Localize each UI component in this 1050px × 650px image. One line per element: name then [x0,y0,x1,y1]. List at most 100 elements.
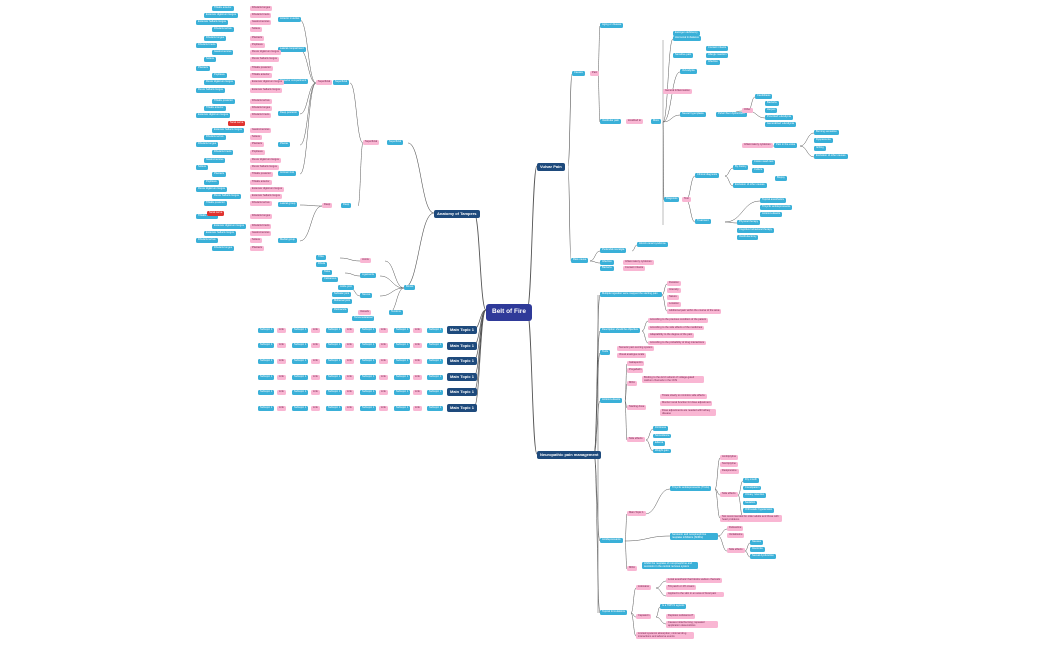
subtopic-node[interactable]: Subtopic 1 [292,343,309,348]
anatomy-leaf[interactable]: Fibularis brevis [212,150,234,155]
anatomy-leaf-link[interactable]: Fibularis tertius [250,99,272,104]
anatomy-leaf[interactable]: Extensor digitorum longus [196,113,230,118]
anatomy-leaf-link[interactable]: Tibialis anterior [250,180,272,185]
anatomy-leaf-link[interactable]: Tibialis posterior [250,66,273,71]
link-node[interactable]: Link [379,328,388,333]
subtopic-node[interactable]: Subtopic 1 [292,406,309,411]
anat-bones-link[interactable]: Joints [360,258,371,263]
anatomy-leaf-link[interactable]: Gastrocnemius [250,128,272,133]
anatomy-leaf[interactable]: Plantaris [212,172,227,177]
anatomy-group[interactable]: Lateral compartment [278,47,306,52]
anatomy-leaf-link[interactable]: Flexor digitorum longus [250,158,281,163]
vulvar-treatment[interactable]: Treatment [695,219,711,224]
neuro-moa[interactable]: MOA [627,381,637,386]
anat-sup-2-link[interactable]: Superficial [316,80,333,85]
subtopic-node[interactable]: Subtopic 1 [326,375,343,380]
link-node[interactable]: Link [379,343,388,348]
vulvar-nodes-d[interactable]: Contact irritants [623,266,646,271]
main-topic-1-e[interactable]: Main Topic 1 [447,388,477,396]
subtopic-node[interactable]: Subtopic 1 [394,343,411,348]
subtopic-node[interactable]: Subtopic 1 [360,328,377,333]
subtopic-node[interactable]: Subtopic 1 [427,390,444,395]
neuro-tcas[interactable]: Tricyclic antidepressants (TCAs) [670,486,712,491]
neuro-q1[interactable]: Multiple ingestion were mapped the start… [600,292,662,297]
link-node[interactable]: Link [379,390,388,395]
link-node[interactable]: Link [311,390,320,395]
anatomy-leaf[interactable]: Flexor digitorum longus [196,187,227,192]
vulvar-vestibular[interactable]: Vestibular pain [600,119,622,124]
neuro-dose[interactable]: Starting dose [627,405,647,410]
anatomy-leaf[interactable]: Gastrocnemius [204,158,226,163]
anatomy-leaf-link[interactable]: Fibularis longus [250,214,273,219]
subtopic-node[interactable]: Subtopic 1 [360,343,377,348]
subtopic-node[interactable]: Subtopic 1 [360,375,377,380]
neuro-anticonvulsants[interactable]: Anticonvulsants [600,398,623,403]
neuro-lido-1[interactable]: Local anesthetic that blocks sodium chan… [666,578,723,583]
anatomy-group[interactable]: Plantar [278,142,291,147]
tca-side-effect-item[interactable]: Urinary retention [743,493,767,498]
anatomy-leaf-link[interactable]: Soleus [250,238,262,243]
neuro-lidocaine[interactable]: Lidocaine [636,585,652,590]
vulvar-estrogen[interactable]: Estrogen deficiency [673,31,700,36]
subtopic-node[interactable]: Subtopic 1 [326,343,343,348]
anatomy-leaf-link[interactable]: Extensor hallucis longus [250,88,282,93]
link-node[interactable]: Link [413,359,422,364]
anatomy-leaf[interactable]: Fibularis longus [212,246,235,251]
anat-deep-link[interactable]: Deep [322,203,333,208]
anatomy-leaf-link[interactable]: Extensor digitorum longus [250,187,284,192]
vulvar-alcock[interactable]: Alcock canal syndrome [637,242,668,247]
anatomy-leaf-link[interactable]: Popliteus [250,43,265,48]
vulvar-contact[interactable]: Contact irritants [706,46,729,51]
q1-item[interactable]: Intensity [667,288,681,293]
subtopic-node[interactable]: Subtopic 1 [427,328,444,333]
q1-item[interactable]: Duration [667,281,681,286]
neuro-cap-1[interactable]: Is a TRPV1 agonist [660,604,687,609]
anat-red-label-2[interactable]: Sural nerve [207,211,225,216]
tca-side-effect-item[interactable]: Constipation [743,485,762,491]
neuro-q2[interactable]: Description should be objective [600,328,640,333]
anatomy-group[interactable]: Deep posterior [278,111,300,116]
neuro-dose-2[interactable]: Monitor renal function for dose adjustme… [660,401,713,406]
anatomy-leaf-link[interactable]: Plantaris [250,142,265,147]
neuro-cap-2[interactable]: Depletes substance P [666,614,696,619]
anatomy-leaf-link[interactable]: Popliteus [250,150,265,155]
vulvar-generalized[interactable]: Generalized vulvodynia [765,122,796,127]
anatomy-leaf-link[interactable]: Fibularis tertius [250,201,272,206]
anatomy-group[interactable]: Intrinsic foot [278,171,296,176]
anatomy-leaf-link[interactable]: Plantaris [250,36,265,41]
anatomy-leaf[interactable]: Flexor digitorum longus [204,80,235,85]
link-node[interactable]: Link [379,406,388,411]
subtopic-node[interactable]: Subtopic 1 [360,359,377,364]
anat-red-label[interactable]: Sural nerve [228,121,246,126]
vulvar-bacteria[interactable]: Bacteria [765,101,779,106]
vulvar-pain-link[interactable]: Pain [590,71,600,76]
neuro-lido-2[interactable]: 5% patch or 4% cream [666,585,697,590]
anatomy-leaf[interactable]: Tibialis anterior [196,214,218,219]
neuro-snri-side[interactable]: Side effects [727,548,745,553]
subtopic-node[interactable]: Subtopic 1 [427,359,444,364]
anatomy-lower-item[interactable]: Tarsometatarsal [352,316,375,321]
anatomy-leaf[interactable]: Fibularis tertius [204,135,226,140]
q2-item[interactable]: According to the previous condition of t… [648,318,709,323]
link-node[interactable]: Link [345,406,354,411]
anatomy-leaf[interactable]: Tibialis posterior [212,99,235,104]
anatomy-leaf[interactable]: Tibialis anterior [212,6,234,11]
anatomy-leaf-link[interactable]: Flexor digitorum longus [250,50,281,55]
neuro-topical-note[interactable]: Limited systemic absorption; minimal dru… [636,632,694,640]
subtopic-node[interactable]: Subtopic 1 [394,375,411,380]
subtopic-node[interactable]: Subtopic 1 [292,359,309,364]
neuro-snri-se-2[interactable]: Insomnia [750,547,765,552]
subtopic-node[interactable]: Subtopic 1 [394,390,411,395]
anatomy-leaf[interactable]: Extensor digitorum longus [212,224,246,229]
vulvar-nodes-b[interactable]: Bacteria [600,266,614,271]
anatomy-leaf[interactable]: Tibialis posterior [204,201,227,206]
main-topic-anatomy[interactable]: Anatomy of Tampers [434,210,480,218]
vulvar-vulvodynia[interactable]: Vulvodynia [680,69,697,74]
neuro-tool-1[interactable]: Numeric pain scoring system [617,346,655,351]
vulvar-biopsy[interactable]: Biopsy [775,176,787,181]
tca-side-effect-item[interactable]: Dry mouth [743,478,759,483]
subtopic-node[interactable]: Subtopic 1 [292,390,309,395]
neuro-tca-side[interactable]: Side effects [720,492,738,497]
neuro-capsaicin[interactable]: Capsaicin [636,614,652,619]
